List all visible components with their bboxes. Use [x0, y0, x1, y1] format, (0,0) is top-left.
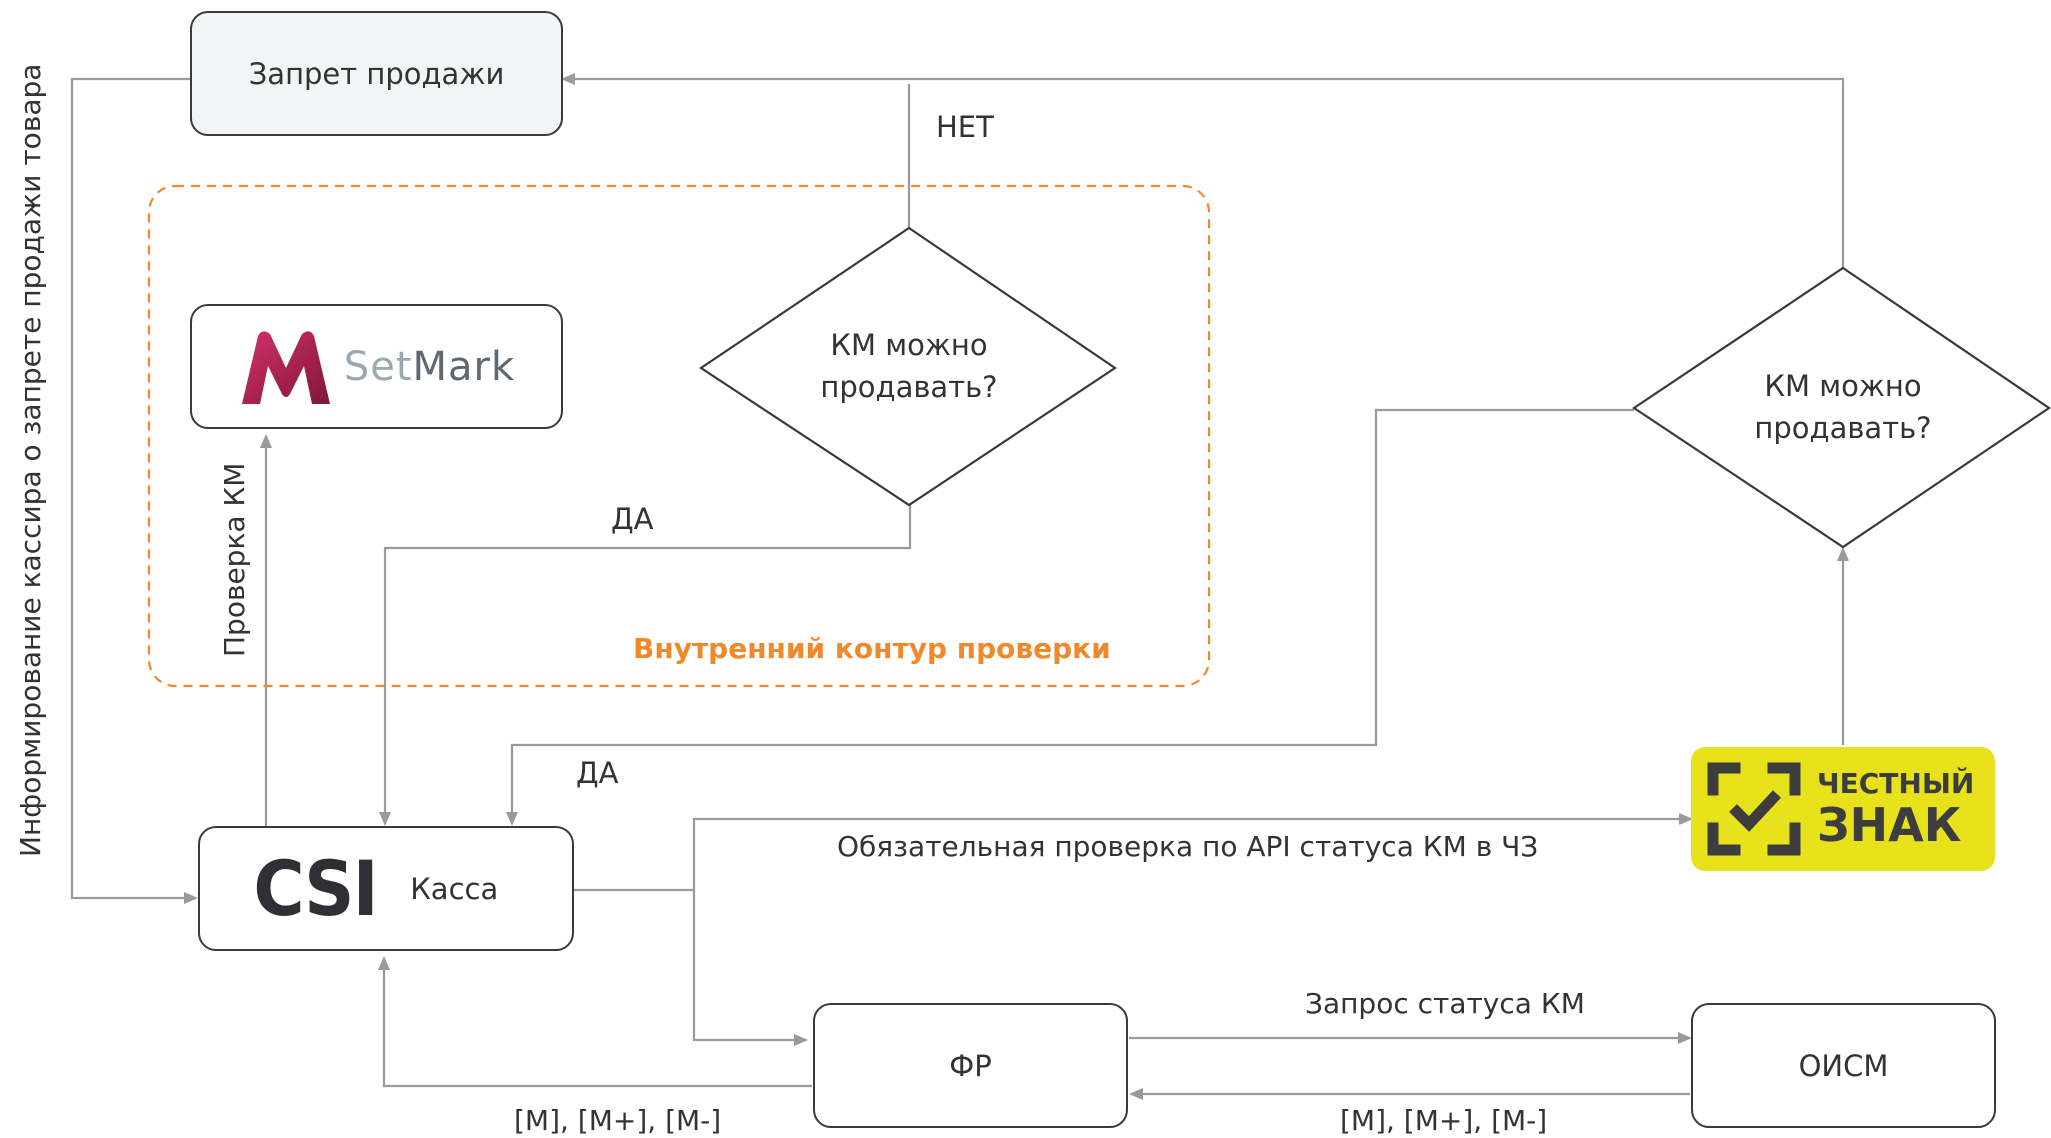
- oism-box: ОИСМ: [1691, 1003, 1996, 1128]
- inner-contour-frame: [147, 184, 1211, 688]
- arrow-to-fr: [692, 890, 808, 1046]
- arrow-api-check: [692, 813, 1693, 890]
- arrow-fr-to-cash: [378, 956, 812, 1088]
- decision-external-line2: продавать?: [1754, 411, 1931, 445]
- setmark-text-mark: Mark: [412, 343, 516, 390]
- setmark-text-set: Set: [343, 343, 413, 390]
- yes-external-label: ДА: [576, 756, 619, 790]
- cash-register-label: Касса: [410, 871, 499, 906]
- sale-ban-box: Запрет продажи: [190, 11, 563, 136]
- arrow-internal-yes: [379, 505, 912, 826]
- decision-internal-line2: продавать?: [820, 370, 997, 404]
- setmark-logo-icon: [241, 330, 330, 404]
- decision-external-diamond: [1632, 266, 2051, 549]
- sale-ban-label: Запрет продажи: [248, 56, 505, 91]
- api-check-label: Обязательная проверка по API статуса КМ …: [837, 830, 1539, 863]
- codes-fr-label: [M], [M+], [M-]: [514, 1104, 722, 1137]
- decision-external-line1: КМ можно: [1764, 369, 1921, 403]
- oism-label: ОИСМ: [1798, 1048, 1889, 1083]
- decision-internal-line1: КМ можно: [830, 328, 987, 362]
- chestny-znak-line1: ЧЕСТНЫЙ: [1817, 767, 1975, 800]
- check-km-label: Проверка КМ: [218, 463, 251, 657]
- csi-logo: CSI: [253, 844, 378, 933]
- arrow-external-yes: [506, 408, 1634, 826]
- decision-internal-diamond: [699, 226, 1117, 507]
- setmark-box: SetMark: [190, 304, 563, 429]
- check-frame-icon: [1707, 762, 1801, 856]
- arrow-external-no-to-ban: [561, 73, 1845, 268]
- yes-internal-label: ДА: [611, 502, 654, 536]
- chestny-znak-line2: ЗНАК: [1817, 798, 1962, 852]
- cash-register-box: CSI Касса: [198, 826, 574, 951]
- inner-contour-label: Внутренний контур проверки: [633, 632, 1111, 665]
- chestny-znak-logo: ЧЕСТНЫЙ ЗНАК: [1691, 747, 1995, 871]
- arrow-inform-cashier: [70, 77, 198, 904]
- fr-label: ФР: [949, 1048, 992, 1083]
- no-label: НЕТ: [936, 110, 994, 144]
- status-request-label: Запрос статуса КМ: [1305, 987, 1585, 1020]
- codes-oism-label: [M], [M+], [M-]: [1340, 1104, 1548, 1137]
- inform-cashier-label: Информирование кассира о запрете продажи…: [14, 64, 47, 857]
- fr-box: ФР: [813, 1003, 1128, 1128]
